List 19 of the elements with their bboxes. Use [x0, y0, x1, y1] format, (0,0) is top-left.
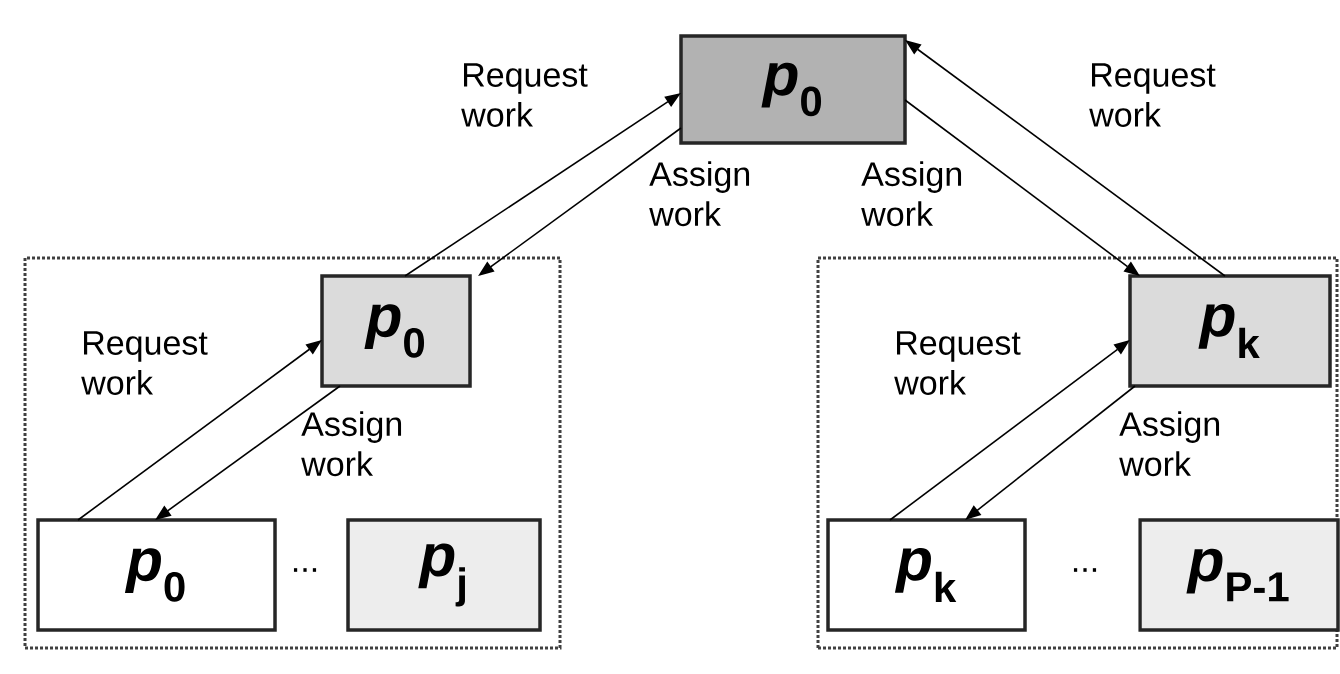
edge-label: Assign work	[649, 161, 750, 227]
edge-label: Request work	[81, 331, 208, 395]
edge-label: Request work	[461, 63, 588, 127]
edge-label: Assign work	[301, 411, 402, 477]
group-box	[23, 256, 562, 650]
process-box: p$_{P-1}$	[1138, 518, 1340, 632]
process-box: p$_{k}$	[826, 518, 1027, 632]
process-box: p$_{j}$	[346, 518, 542, 632]
process-box: p$_{k}$	[1128, 274, 1332, 388]
ellipsis: ...	[1073, 568, 1097, 572]
edge-label: Request work	[894, 331, 1021, 395]
group-box	[816, 256, 1339, 650]
process-box: p$_{0}$	[320, 274, 472, 388]
edge-label: Assign work	[861, 161, 962, 227]
edge-label: Assign work	[1119, 411, 1220, 477]
edge-label: Request work	[1089, 63, 1216, 127]
process-box: p$_{0}$	[36, 518, 277, 632]
process-box: p$_{0}$	[679, 34, 907, 145]
ellipsis: ...	[293, 568, 317, 572]
